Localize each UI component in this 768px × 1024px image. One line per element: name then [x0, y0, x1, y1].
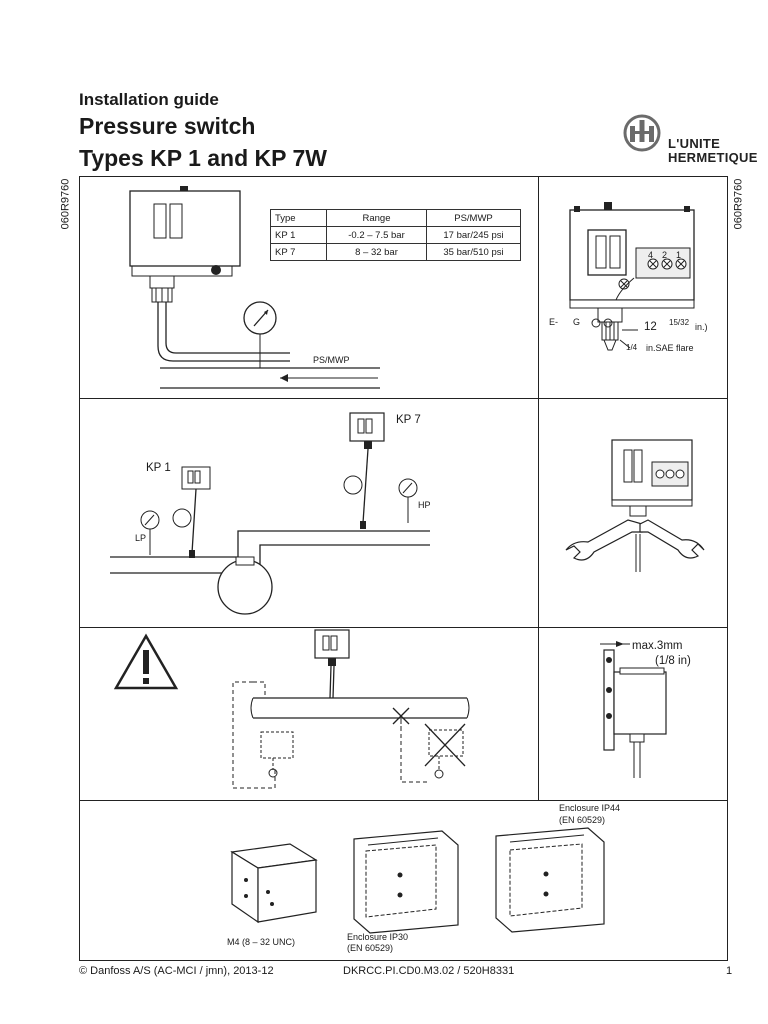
row-divider-1 [79, 398, 728, 399]
installation-guide-label: Installation guide [79, 90, 219, 109]
diagram-frame [79, 176, 728, 961]
doc-code-right: 060R9760 [732, 178, 745, 230]
logo-text-line1: L'UNITE [668, 136, 721, 151]
enclosure-ip44-diagram [495, 827, 605, 933]
kp7-label: KP 7 [396, 414, 421, 426]
max-gap-diagram [600, 641, 667, 778]
max-gap-inch-label: (1/8 in) [655, 655, 691, 667]
warning-triangle-icon [113, 633, 179, 690]
table-cell: 8 – 32 bar [326, 243, 427, 261]
nut-size-fraction: 15/32 [669, 318, 690, 327]
row-divider-2 [79, 627, 728, 628]
lp-label: LP [135, 533, 147, 543]
enclosure-ip44-label: Enclosure IP44 [559, 803, 621, 813]
incorrect-mounting-diagram [232, 629, 470, 789]
page-title-line2: Types KP 1 and KP 7W [79, 145, 327, 171]
spec-table: Type Range PS/MWP KP 1 -0.2 – 7.5 bar 17… [270, 209, 521, 261]
nut-size-unit: in.) [695, 322, 708, 332]
hp-label: HP [418, 500, 431, 510]
wrench-tightening-diagram [565, 439, 705, 572]
enclosure-ip30-label: Enclosure IP30 [347, 932, 409, 942]
table-cell: KP 7 [270, 243, 327, 261]
ground-label: G [573, 317, 581, 327]
flare-fraction: 1/4 [626, 343, 638, 352]
enclosure-ip44-std-label: (EN 60529) [559, 815, 606, 825]
footer-reference: DKRCC.PI.CD0.M3.02 / 520H8331 [343, 965, 515, 977]
nut-size-label: 12 [644, 321, 657, 333]
table-row: KP 7 8 – 32 bar 35 bar/510 psi [270, 243, 521, 261]
table-header-row: Type Range PS/MWP [270, 209, 521, 227]
column-divider [538, 176, 539, 800]
terminal-4-label: 4 [648, 250, 654, 260]
enclosure-ip30-diagram [353, 830, 459, 934]
ps-mwp-label: PS/MWP [313, 355, 350, 365]
system-installation-diagram [110, 412, 430, 615]
table-cell: 35 bar/510 psi [426, 243, 521, 261]
table-cell: KP 1 [270, 226, 327, 244]
table-header-cell: Range [326, 209, 427, 227]
doc-code-left: 060R9760 [59, 178, 72, 230]
m4-thread-label: M4 (8 – 32 UNC) [227, 937, 296, 947]
earth-label: E- [549, 317, 558, 327]
enclosure-ip30-std-label: (EN 60529) [347, 943, 394, 953]
enclosure-m4-diagram [230, 843, 318, 924]
terminal-2-label: 2 [662, 250, 668, 260]
logo-text-line2: HERMETIQUE [668, 150, 758, 165]
flare-label: in.SAE flare [646, 343, 694, 353]
terminal-flare-detail [569, 202, 695, 351]
switch-connection-diagram [129, 186, 380, 389]
lunite-hermetique-logo-icon [623, 114, 661, 152]
table-header-cell: PS/MWP [426, 209, 521, 227]
table-header-cell: Type [270, 209, 327, 227]
page-number: 1 [726, 965, 733, 977]
page-title-line1: Pressure switch [79, 113, 256, 139]
table-row: KP 1 -0.2 – 7.5 bar 17 bar/245 psi [270, 226, 521, 244]
footer-copyright: © Danfoss A/S (AC-MCI / jmn), 2013-12 [79, 965, 274, 977]
max-gap-label: max.3mm [632, 640, 683, 652]
table-cell: -0.2 – 7.5 bar [326, 226, 427, 244]
terminal-1-label: 1 [676, 250, 682, 260]
row-divider-3 [79, 800, 728, 801]
table-cell: 17 bar/245 psi [426, 226, 521, 244]
kp1-label: KP 1 [146, 462, 171, 474]
